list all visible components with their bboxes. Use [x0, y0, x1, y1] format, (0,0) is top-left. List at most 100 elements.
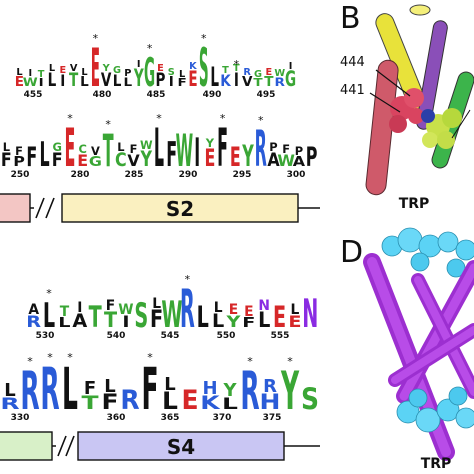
logo-letter-minor: P — [124, 68, 131, 79]
logo-letter: W — [23, 75, 38, 89]
logo-letter-minor: I — [137, 59, 141, 70]
logo-letter-minor: G — [113, 65, 121, 76]
logo-letter: L — [48, 69, 57, 91]
logo-letter: F — [242, 315, 255, 330]
logo-letter: I — [39, 76, 44, 88]
logo-letter-minor: L — [117, 140, 124, 154]
logo-letter: F — [141, 356, 158, 424]
logo-letter-minor: W — [140, 138, 153, 152]
logo-letter: P — [306, 143, 318, 173]
logo-letter: L — [162, 387, 178, 415]
segment-bar-top: S2 — [0, 193, 320, 223]
tick-label: 490 — [203, 90, 222, 100]
logo-letter-minor: E — [157, 63, 164, 74]
logo-letter: A — [267, 150, 280, 171]
logo-letter-minor: W — [274, 68, 285, 79]
surface-cyan-top — [381, 227, 474, 278]
logo-letter: Y — [225, 314, 240, 332]
logo-letter: T — [103, 125, 114, 177]
asterisk-mark: * — [258, 114, 264, 127]
logo-letter: K — [200, 393, 220, 414]
asterisk-mark: * — [247, 355, 253, 368]
logo-letter-minor: C — [78, 142, 86, 156]
logo-letter-minor: F — [130, 142, 138, 156]
logo-letter: F — [26, 143, 37, 173]
logo-letter: I — [122, 314, 129, 332]
logo-letter: R — [0, 395, 19, 413]
asterisk-mark: * — [47, 351, 53, 364]
logo-letter: S — [134, 295, 148, 336]
logo-letter: L — [62, 356, 78, 424]
s4-label: S4 — [167, 435, 195, 459]
tick-label: 295 — [233, 170, 252, 180]
logo-letter-minor: L — [4, 380, 15, 401]
logo-letter: F — [217, 119, 228, 180]
logo-letter: R — [26, 314, 41, 332]
logo-letter: E — [204, 144, 215, 172]
break-mark — [57, 435, 67, 457]
logo-letter-minor: G — [53, 140, 62, 154]
logo-letter: K — [220, 72, 231, 90]
logo-letter-minor: E — [59, 65, 66, 76]
asterisk-mark: * — [156, 112, 162, 125]
logo-letter: L — [154, 119, 164, 180]
logo-letter: L — [222, 395, 238, 413]
logo-letter-minor: V — [91, 144, 100, 158]
tick-label: 495 — [257, 90, 276, 100]
logo-letter-minor: L — [152, 296, 161, 312]
logo-letter-minor: L — [164, 374, 175, 395]
logo-letter-minor: G — [254, 69, 262, 80]
logo-letter: I — [194, 131, 200, 177]
logo-letter: F — [177, 76, 186, 88]
tick-label: 370 — [213, 413, 232, 423]
tick-label: 330 — [11, 413, 30, 423]
logo-letter-minor: F — [282, 142, 290, 156]
logo-letter-minor: L — [291, 302, 300, 318]
logo-letter: V — [101, 69, 112, 91]
logo-letter: R — [240, 360, 259, 421]
panel-d-label: D — [340, 235, 363, 270]
logo-letter: E — [181, 385, 198, 416]
tick-label: 280 — [71, 170, 90, 180]
tick-label: 555 — [271, 331, 290, 341]
logo-letter: F — [150, 306, 163, 333]
logo-letter: R — [275, 75, 286, 89]
logo-letter: E — [288, 314, 301, 332]
logo-letter: R — [255, 120, 267, 178]
logo-letter: I — [169, 75, 174, 90]
logo-letter: P — [13, 154, 25, 169]
logo-letter-minor: T — [38, 69, 45, 80]
tick-label: 530 — [36, 331, 55, 341]
s3-segment-box — [0, 431, 53, 461]
tick-label: 290 — [179, 170, 198, 180]
panel-b-label: B — [340, 1, 361, 36]
logo-letter-minor: K — [189, 61, 197, 72]
logo-letter-minor: Y — [205, 136, 215, 150]
logo-letter-minor: W — [118, 302, 133, 318]
logo-letter: G — [144, 50, 155, 95]
panel-d-caption: TRP — [421, 456, 452, 472]
logo-letter: E — [188, 68, 197, 92]
logo-letter: G — [285, 68, 296, 92]
logo-letter-minor: R — [263, 376, 277, 397]
logo-letter: L — [212, 311, 224, 332]
asterisk-mark: * — [234, 58, 240, 71]
logo-letter: L — [124, 75, 133, 89]
logo-letter: F — [101, 391, 118, 415]
surface-cyan-bottom — [396, 386, 474, 433]
tick-row-2: 250 280 285 290 295 300 — [11, 170, 306, 180]
logo-letter: A — [72, 311, 87, 332]
logo-letter: T — [89, 300, 102, 334]
logo-letter: T — [81, 393, 98, 414]
tick-label: 285 — [125, 170, 144, 180]
logo-letter: L — [197, 300, 209, 334]
asterisk-mark: * — [67, 112, 73, 125]
logo-letter: W — [161, 293, 182, 336]
logo-letter-minor: I — [289, 61, 293, 72]
logo-letter-minor: L — [49, 63, 55, 74]
tick-row-1: 455 480 485 490 495 — [24, 90, 276, 100]
